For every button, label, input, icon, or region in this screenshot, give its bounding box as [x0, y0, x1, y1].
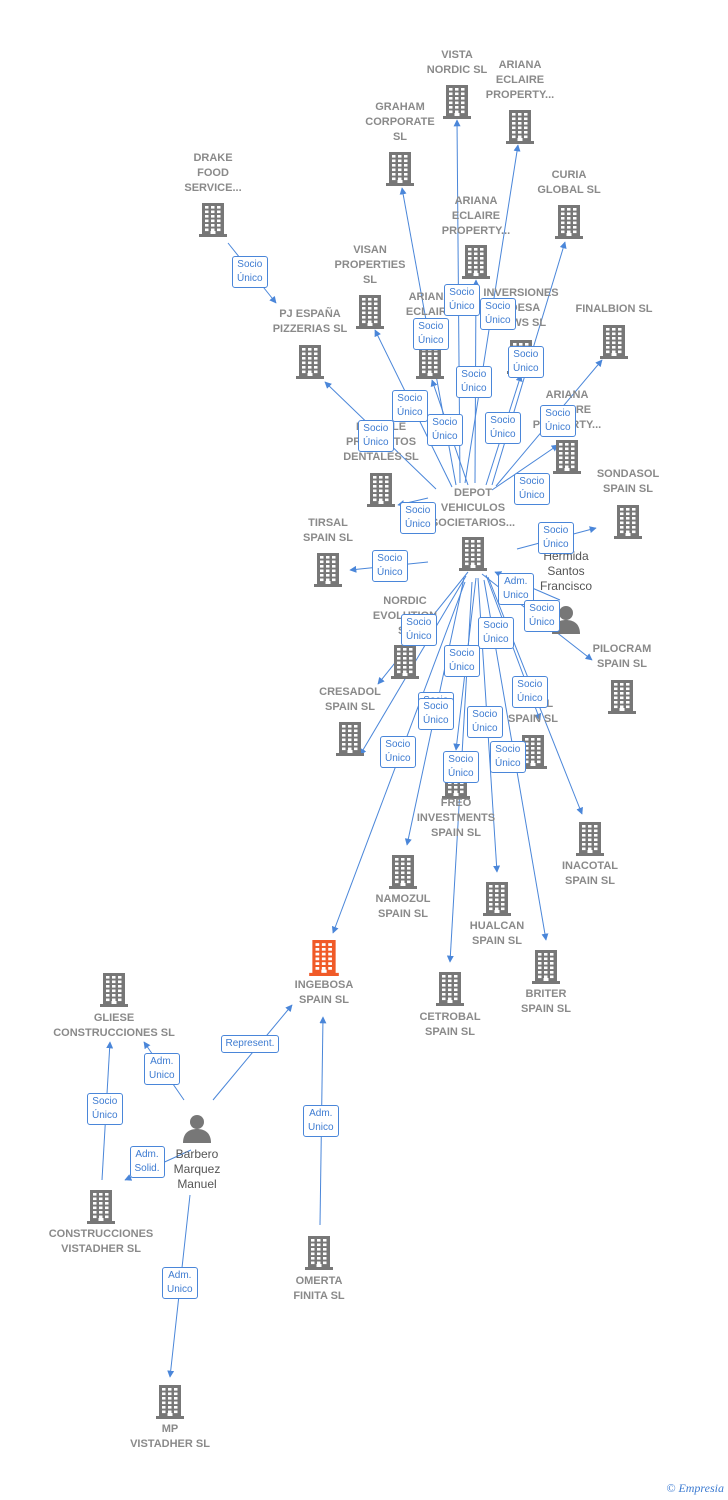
node-label: CURIA GLOBAL SL [537, 169, 601, 196]
edge-label-socio-nico[interactable]: Socio Único [443, 751, 479, 783]
building-icon [443, 85, 471, 124]
node-label: DRAKE FOOD SERVICE... [184, 152, 242, 194]
node-label: NAMOZUL SPAIN SL [375, 893, 431, 920]
edge-label-socio-nico[interactable]: Socio Único [400, 502, 436, 534]
building-icon [100, 973, 128, 1012]
edge-label-socio-nico[interactable]: Socio Único [490, 741, 526, 773]
building-icon [614, 505, 642, 544]
node-label: INGEBOSA SPAIN SL [294, 979, 354, 1006]
node-label: ARIANA ECLAIRE PROPERTY... [441, 195, 511, 237]
brand-name: Empresia [678, 1481, 724, 1495]
node-label: GRAHAM CORPORATE SL [365, 101, 435, 143]
node-label: FINALBION SL [575, 303, 653, 315]
node-label: ARIANA ECLAIRE PROPERTY... [485, 59, 555, 101]
edge-label-adm-unico[interactable]: Adm. Unico [144, 1053, 180, 1085]
building-icon [391, 645, 419, 684]
node-label: MP VISTADHER SL [130, 1423, 210, 1450]
edge-label-socio-nico[interactable]: Socio Único [538, 522, 574, 554]
building-icon [367, 473, 395, 512]
node-label: CRESADOL SPAIN SL [319, 686, 381, 713]
edge-label-socio-nico[interactable]: Socio Único [508, 346, 544, 378]
building-icon [462, 245, 490, 284]
edge-label-socio-nico[interactable]: Socio Único [427, 414, 463, 446]
node-label: SONDASOL SPAIN SL [596, 468, 660, 495]
building-icon [296, 345, 324, 384]
node-label: VISTA NORDIC SL [426, 49, 488, 76]
edge-label-socio-nico[interactable]: Socio Único [444, 645, 480, 677]
node-label: GLIESE CONSTRUCCIONES SL [53, 1012, 175, 1039]
node-label: PJ ESPAÑA PIZZERIAS SL [272, 308, 348, 335]
building-icon [532, 950, 560, 989]
edge-label-socio-nico[interactable]: Socio Único [540, 405, 576, 437]
building-icon [386, 152, 414, 191]
edge-label-socio-nico[interactable]: Socio Único [401, 614, 437, 646]
node-label: CONSTRUCCIONES VISTADHER SL [48, 1228, 154, 1255]
edge-label-socio-nico[interactable]: Socio Único [380, 736, 416, 768]
node-label: Barbero Marquez Manuel [173, 1147, 221, 1191]
node-label: FREO INVESTMENTS SPAIN SL [416, 797, 496, 839]
edge-label-socio-nico[interactable]: Socio Único [413, 318, 449, 350]
node-label: Hermida Santos Francisco [539, 549, 592, 593]
edge-label-socio-nico[interactable]: Socio Único [514, 473, 550, 505]
node-label: VISAN PROPERTIES SL [334, 244, 406, 286]
building-icon [87, 1190, 115, 1229]
edge-label-socio-nico[interactable]: Socio Único [358, 420, 394, 452]
building-icon [600, 325, 628, 364]
edge-label-represent[interactable]: Represent. [220, 1035, 280, 1053]
edge-label-socio-nico[interactable]: Socio Único [456, 366, 492, 398]
building-icon [336, 722, 364, 761]
edge-label-adm-unico[interactable]: Adm. Unico [498, 573, 534, 605]
building-icon [309, 940, 339, 981]
edge-label-socio-nico[interactable]: Socio Único [478, 617, 514, 649]
node-label: OMERTA FINITA SL [293, 1275, 345, 1302]
building-icon [576, 822, 604, 861]
edge-label-socio-nico[interactable]: Socio Único [418, 698, 454, 730]
node-label: CETROBAL SPAIN SL [419, 1011, 481, 1038]
node-label: BRITER SPAIN SL [521, 988, 571, 1015]
edge-label-socio-nico[interactable]: Socio Único [524, 600, 560, 632]
node-label: TIRSAL SPAIN SL [303, 517, 353, 544]
edge-label-socio-nico[interactable]: Socio Único [372, 550, 408, 582]
building-icon [436, 972, 464, 1011]
edge-label-socio-nico[interactable]: Socio Único [485, 412, 521, 444]
edge-label-socio-nico[interactable]: Socio Único [392, 390, 428, 422]
building-icon [356, 295, 384, 334]
edge-label-socio-nico[interactable]: Socio Único [444, 284, 480, 316]
node-label: HUALCAN SPAIN SL [469, 920, 525, 947]
edge-label-adm-unico[interactable]: Adm. Unico [162, 1267, 198, 1299]
building-icon [389, 855, 417, 894]
building-icon [199, 203, 227, 242]
node-label: DEPOT VEHICULOS SOCIETARIOS... [430, 487, 516, 529]
building-icon [553, 440, 581, 479]
building-icon [483, 882, 511, 921]
building-icon [305, 1236, 333, 1275]
building-icon [459, 537, 487, 576]
building-icon [156, 1385, 184, 1424]
edge-label-socio-nico[interactable]: Socio Único [87, 1093, 123, 1125]
building-icon [416, 345, 444, 384]
person-icon [182, 1113, 212, 1148]
edge-label-socio-nico[interactable]: Socio Único [467, 706, 503, 738]
edge-label-socio-nico[interactable]: Socio Único [512, 676, 548, 708]
edge-label-adm-solid[interactable]: Adm. Solid. [129, 1146, 165, 1178]
building-icon [519, 735, 547, 774]
node-label: PILOCRAM SPAIN SL [592, 643, 652, 670]
footer-brand: © Empresia [666, 1481, 724, 1496]
edge-label-socio-nico[interactable]: Socio Único [232, 256, 268, 288]
copyright-symbol: © [666, 1481, 676, 1495]
building-icon [506, 110, 534, 149]
edge-label-adm-unico[interactable]: Adm. Unico [303, 1105, 339, 1137]
building-icon [314, 553, 342, 592]
edge-depot-to-ariana4 [491, 444, 559, 491]
building-icon [608, 680, 636, 719]
node-label: INACOTAL SPAIN SL [561, 860, 618, 887]
edge-label-socio-nico[interactable]: Socio Único [480, 298, 516, 330]
building-icon [555, 205, 583, 244]
